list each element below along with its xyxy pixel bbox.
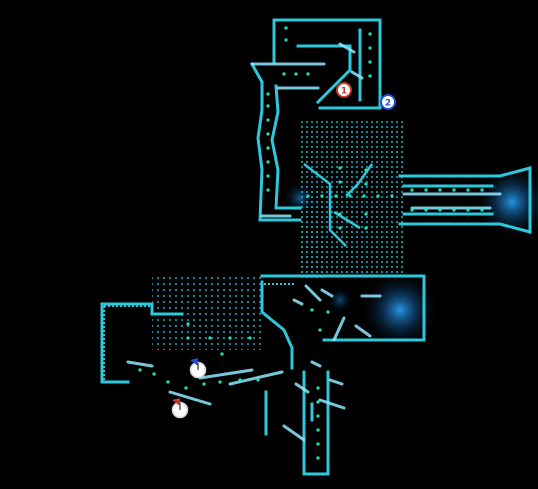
red-flag-marker[interactable] — [171, 398, 189, 419]
waypoint-1-marker[interactable]: 1 — [336, 82, 352, 98]
glow-core-center — [360, 270, 440, 350]
grid-zones — [152, 118, 404, 350]
path-nodes — [138, 26, 484, 460]
blue-flag-marker[interactable] — [189, 358, 207, 379]
waypoint-1-label: 1 — [341, 87, 347, 97]
waypoint-2-label: 2 — [385, 99, 391, 109]
glow-core-east — [474, 164, 538, 240]
ledges — [126, 42, 502, 442]
west-boundary — [103, 283, 296, 380]
walls — [100, 18, 532, 476]
waypoint-2-marker[interactable]: 2 — [380, 94, 396, 110]
glow-core-mid — [326, 286, 354, 314]
